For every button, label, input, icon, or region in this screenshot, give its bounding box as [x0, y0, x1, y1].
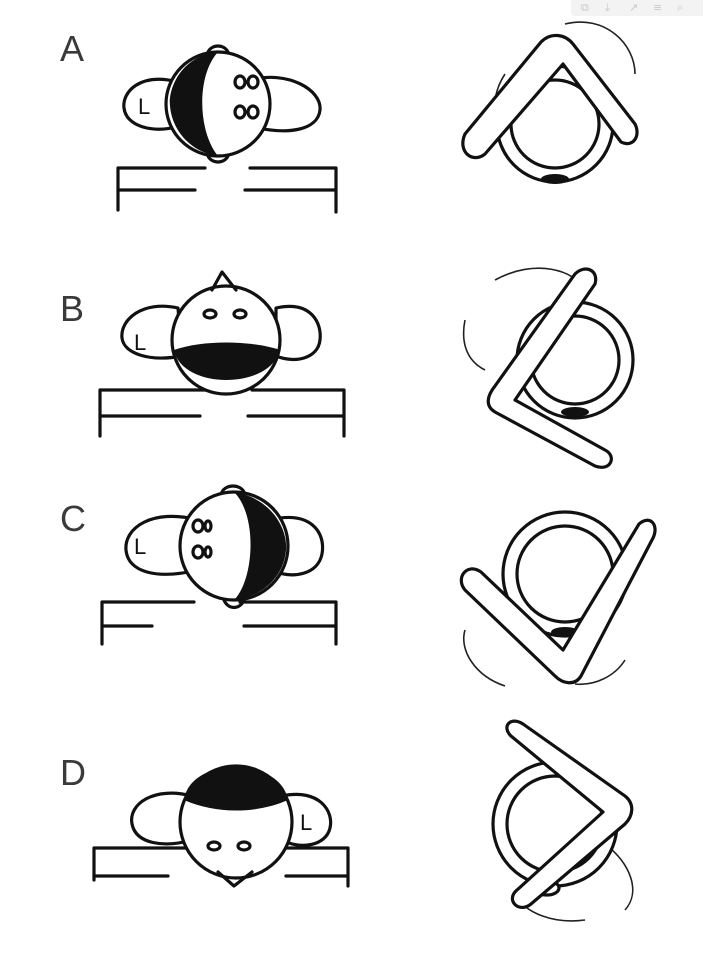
ear-letter-d: L [300, 810, 312, 835]
panel-label-a: A [60, 28, 85, 69]
head-top-view-b: L [98, 270, 346, 438]
more-icon[interactable]: ≡ [653, 1, 663, 14]
pelvic-ring-view-b [462, 267, 635, 469]
panel-a: A L [0, 0, 703, 240]
panel-label-c: C [60, 498, 86, 539]
panel-d: D L [0, 700, 703, 929]
pelvic-ring-view-c [459, 510, 657, 687]
head-top-view-c: L [100, 484, 338, 646]
pelvic-ring-view-d [491, 719, 634, 922]
panel-label-b: B [60, 288, 85, 329]
panel-c: C L [0, 470, 703, 700]
image-toolbar: ⧉ ⤓ ↗ ≡ ⌕ [571, 0, 703, 16]
panel-b: B L [0, 240, 703, 470]
head-top-view-d: L [92, 764, 350, 888]
zoom-icon[interactable]: ⌕ [677, 1, 684, 14]
download-icon[interactable]: ⤓ [605, 1, 610, 14]
ear-letter-a: L [138, 94, 150, 119]
copy-icon[interactable]: ⧉ [581, 1, 589, 14]
share-icon[interactable]: ↗ [629, 1, 639, 14]
panel-label-d: D [60, 752, 86, 793]
head-top-view-a: L [116, 44, 338, 214]
pelvic-ring-view-a [461, 21, 639, 184]
ear-letter-c: L [134, 534, 146, 559]
ear-letter-b: L [134, 330, 146, 355]
